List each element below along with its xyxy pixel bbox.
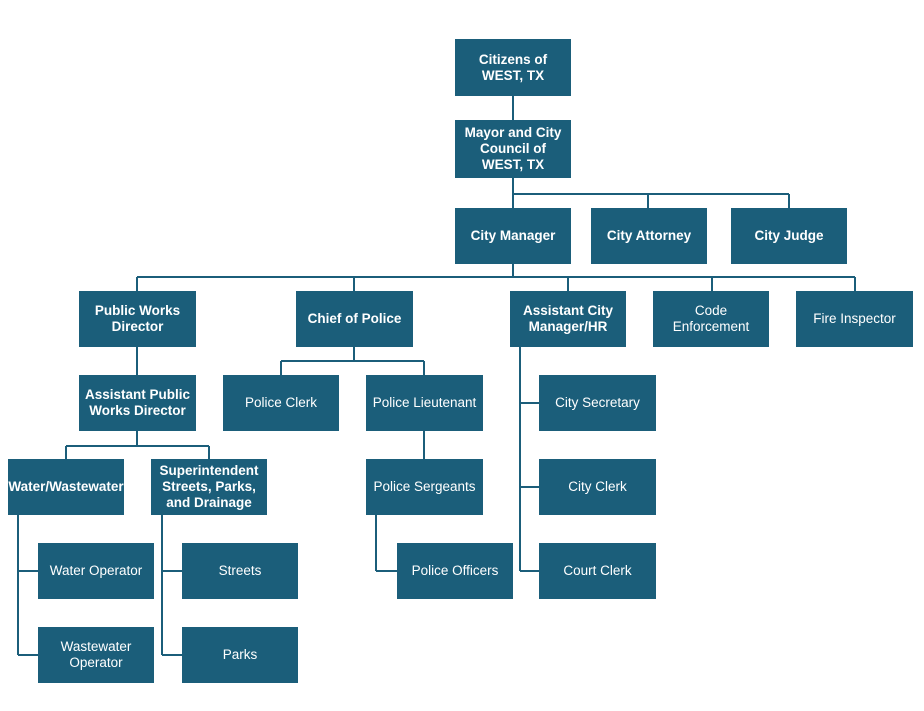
box-court-clerk-label: Court Clerk xyxy=(563,563,632,578)
box-streets: Streets xyxy=(182,543,298,599)
box-city-clerk: City Clerk xyxy=(539,459,656,515)
box-code-enforcement-label: Code Enforcement xyxy=(672,303,750,334)
box-mayor-council-label: Mayor and City Council of WEST, TX xyxy=(464,125,562,172)
box-assistant-city-manager: Assistant City Manager/HR xyxy=(510,291,626,347)
box-police-sergeants-label: Police Sergeants xyxy=(373,479,476,494)
box-police-officers-label: Police Officers xyxy=(411,563,499,578)
box-parks-label: Parks xyxy=(222,647,258,662)
box-water-wastewater: Water/Wastewater xyxy=(8,459,124,515)
box-police-lieutenant: Police Lieutenant xyxy=(366,375,483,431)
box-police-officers: Police Officers xyxy=(397,543,513,599)
box-police-lieutenant-label: Police Lieutenant xyxy=(372,395,477,410)
box-fire-inspector-label: Fire Inspector xyxy=(813,311,896,326)
box-city-attorney-label: City Attorney xyxy=(606,228,692,243)
box-parks: Parks xyxy=(182,627,298,683)
box-chief-of-police: Chief of Police xyxy=(296,291,413,347)
box-citizens: Citizens of WEST, TX xyxy=(455,39,571,96)
box-police-clerk-label: Police Clerk xyxy=(244,395,318,410)
box-superintendent-label: Superintendent Streets, Parks, and Drain… xyxy=(159,463,259,510)
box-citizens-label: Citizens of WEST, TX xyxy=(478,51,548,83)
box-court-clerk: Court Clerk xyxy=(539,543,656,599)
box-city-clerk-label: City Clerk xyxy=(568,479,627,494)
box-public-works-director-label: Public Works Director xyxy=(94,303,181,334)
box-fire-inspector: Fire Inspector xyxy=(796,291,913,347)
box-city-manager-label: City Manager xyxy=(470,228,556,243)
box-streets-label: Streets xyxy=(218,563,262,578)
box-police-sergeants: Police Sergeants xyxy=(366,459,483,515)
box-public-works-director: Public Works Director xyxy=(79,291,196,347)
box-assistant-public-works-director: Assistant Public Works Director xyxy=(79,375,196,431)
box-city-manager: City Manager xyxy=(455,208,571,264)
box-assistant-city-manager-label: Assistant City Manager/HR xyxy=(522,303,614,334)
box-city-judge-label: City Judge xyxy=(754,228,824,243)
box-chief-of-police-label: Chief of Police xyxy=(307,311,402,326)
box-city-secretary-label: City Secretary xyxy=(555,395,640,410)
box-code-enforcement: Code Enforcement xyxy=(653,291,769,347)
box-assistant-public-works-director-label: Assistant Public Works Director xyxy=(84,387,191,418)
box-police-clerk: Police Clerk xyxy=(223,375,339,431)
box-superintendent: Superintendent Streets, Parks, and Drain… xyxy=(151,459,267,515)
box-city-secretary: City Secretary xyxy=(539,375,656,431)
box-water-operator: Water Operator xyxy=(38,543,154,599)
box-city-judge: City Judge xyxy=(731,208,847,264)
box-wastewater-operator: Wastewater Operator xyxy=(38,627,154,683)
box-water-wastewater-label: Water/Wastewater xyxy=(8,479,124,494)
box-mayor-council: Mayor and City Council of WEST, TX xyxy=(455,120,571,178)
box-city-attorney: City Attorney xyxy=(591,208,707,264)
box-wastewater-operator-label: Wastewater Operator xyxy=(60,639,132,670)
box-water-operator-label: Water Operator xyxy=(49,563,143,578)
